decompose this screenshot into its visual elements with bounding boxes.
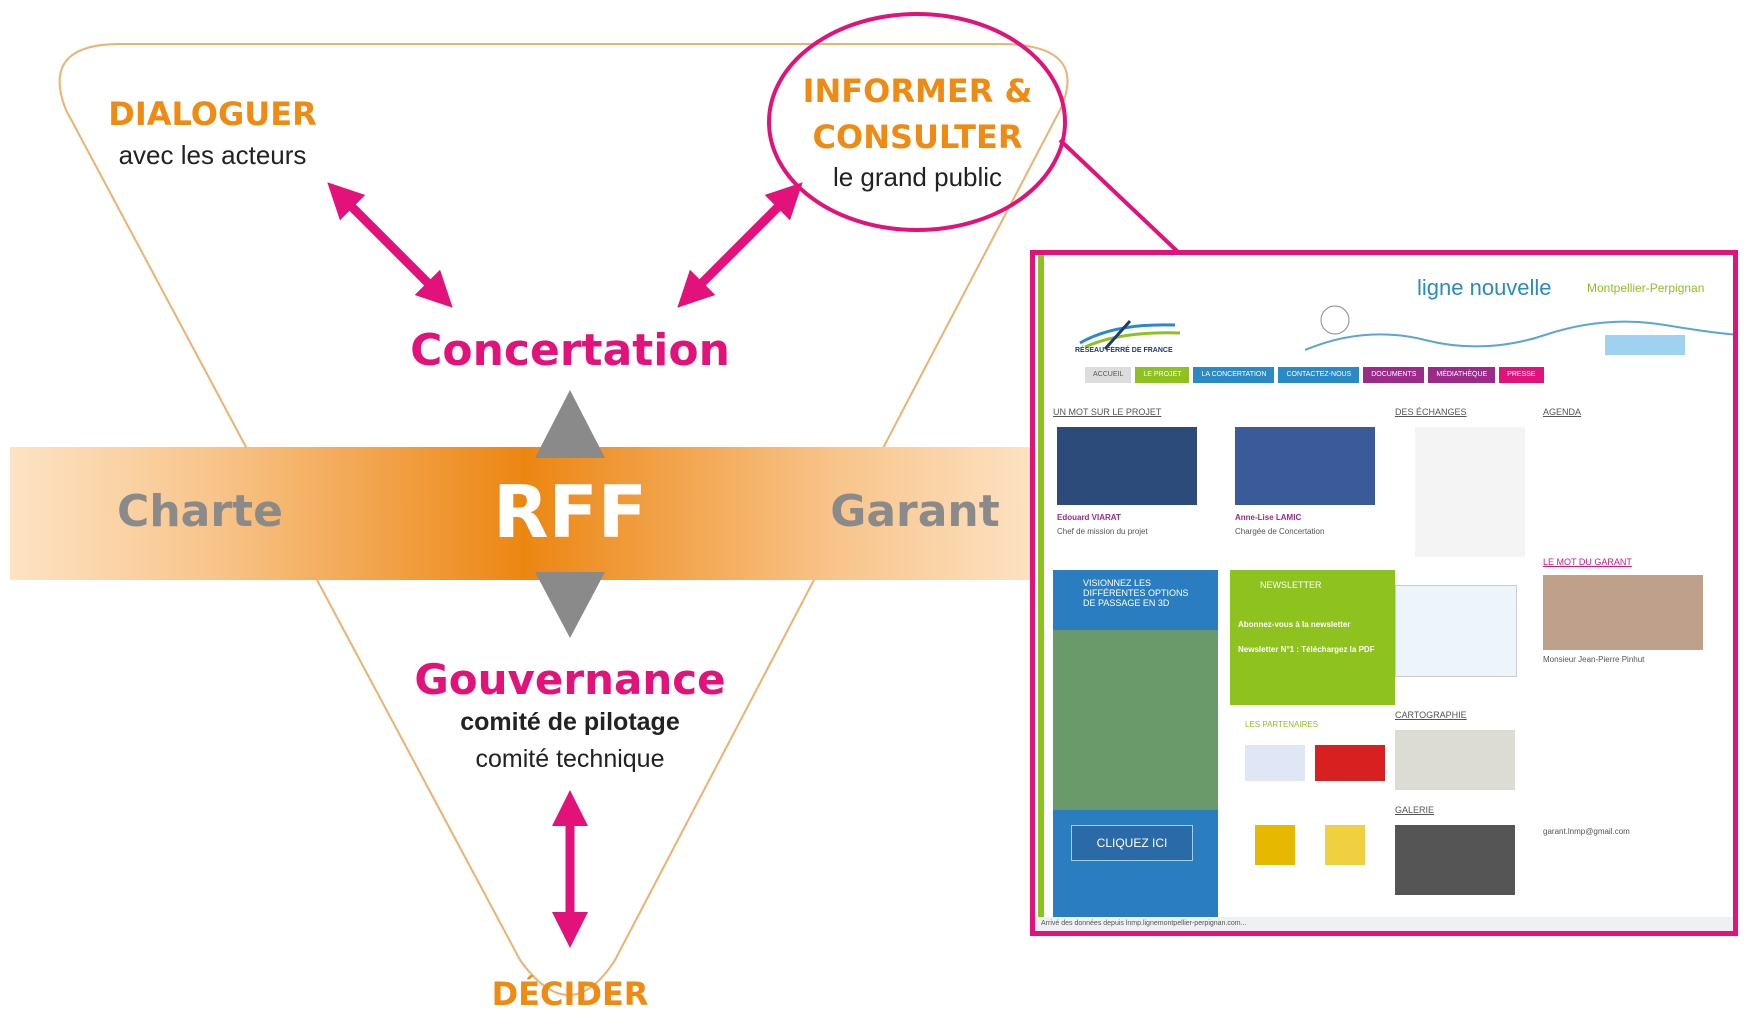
triangle-outline [58, 43, 1069, 996]
nav-concertation[interactable]: LA CONCERTATION [1193, 367, 1275, 383]
grey-down-arrow [535, 572, 605, 638]
site-subtitle: Montpellier-Perpignan [1587, 281, 1705, 295]
landscape-illustration [1305, 305, 1733, 355]
garant-email[interactable]: garant.lnmp@gmail.com [1543, 827, 1630, 836]
dialoguer-subtitle: avec les acteurs [118, 140, 307, 170]
arrow-dialoguer-concertation [327, 182, 453, 308]
browser-status-bar: Arrivé des données depuis lnmp.lignemont… [1035, 917, 1733, 931]
informer-title-line1: INFORMER & [802, 72, 1033, 110]
partner-logo-4 [1325, 825, 1365, 865]
informer-highlight-ellipse [767, 12, 1067, 232]
newsletter-item[interactable]: Newsletter N°1 : Téléchargez la PDF [1238, 645, 1375, 654]
section-echanges: DES ÉCHANGES [1395, 407, 1467, 417]
garant-name: Monsieur Jean-Pierre Pinhut [1543, 655, 1645, 664]
garant-label: Garant [830, 486, 1000, 537]
partners-title: LES PARTENAIRES [1245, 720, 1319, 729]
newsletter-title: NEWSLETTER [1260, 580, 1322, 590]
partner-logo-1 [1245, 745, 1305, 781]
garant-photo [1543, 575, 1703, 650]
partner-logo-3 [1255, 825, 1295, 865]
nav-contact[interactable]: CONTACTEZ-NOUS [1278, 367, 1360, 383]
decider-label: DÉCIDER [491, 975, 649, 1013]
site-header: ligne nouvelle Montpellier-Perpignan RÉS… [1045, 255, 1733, 387]
section-galerie: GALERIE [1395, 805, 1435, 815]
newsletter-sub[interactable]: Abonnez-vous à la newsletter [1238, 620, 1351, 629]
site-title: ligne nouvelle [1417, 275, 1552, 300]
echanges-illustration [1415, 427, 1525, 557]
arrow-informer-concertation [677, 182, 803, 308]
nav-projet[interactable]: LE PROJET [1135, 367, 1190, 383]
concertation-label: Concertation [410, 325, 730, 376]
gouvernance-line2: comité technique [475, 745, 665, 773]
person2-role: Chargée de Concertation [1235, 527, 1325, 536]
rff-band [10, 447, 1040, 580]
nav-accueil[interactable]: ACCUEIL [1085, 367, 1132, 383]
video-thumb-1[interactable] [1057, 427, 1197, 505]
promo-3d-panel[interactable]: VISIONNEZ LES DIFFÉRENTES OPTIONS DE PAS… [1053, 570, 1218, 930]
promo-text: VISIONNEZ LES DIFFÉRENTES OPTIONS DE PAS… [1083, 578, 1189, 608]
gouvernance-title: Gouvernance [414, 655, 726, 704]
website-screenshot: ligne nouvelle Montpellier-Perpignan RÉS… [1030, 250, 1738, 936]
newsletter-panel: NEWSLETTER Abonnez-vous à la newsletter … [1230, 570, 1395, 705]
rff-label: RFF [493, 470, 647, 554]
etudes-thumb[interactable] [1395, 585, 1517, 677]
cartographie-thumb[interactable] [1395, 730, 1515, 790]
grey-up-arrow [535, 390, 605, 458]
promo-3d-image [1053, 630, 1218, 810]
gouvernance-line1: comité de pilotage [460, 708, 680, 736]
nav-documents[interactable]: DOCUMENTS [1363, 367, 1425, 383]
person1-role: Chef de mission du projet [1057, 527, 1148, 536]
partner-logo-2 [1315, 745, 1385, 781]
section-cartographie: CARTOGRAPHIE [1395, 710, 1467, 720]
person1-name: Edouard VIARAT [1057, 513, 1121, 522]
section-projet: UN MOT SUR LE PROJET [1053, 407, 1162, 417]
dialoguer-title: DIALOGUER [108, 95, 317, 133]
rff-logo-icon [1079, 320, 1181, 350]
connector-line [1058, 138, 1180, 254]
site-nav: ACCUEIL LE PROJET LA CONCERTATION CONTAC… [1085, 367, 1544, 383]
nav-presse[interactable]: PRESSE [1499, 367, 1544, 383]
logo-text: RÉSEAU FERRÉ DE FRANCE [1075, 347, 1173, 354]
section-garant: LE MOT DU GARANT [1543, 557, 1632, 567]
person2-name: Anne-Lise LAMIC [1235, 513, 1302, 522]
cta-button[interactable]: CLIQUEZ ICI [1071, 825, 1193, 861]
section-agenda: AGENDA [1543, 407, 1582, 417]
galerie-thumb[interactable] [1395, 825, 1515, 895]
informer-subtitle: le grand public [832, 162, 1003, 192]
site-left-bar [1038, 255, 1044, 931]
video-thumb-2[interactable] [1235, 427, 1375, 505]
charte-label: Charte [117, 486, 283, 537]
informer-title-line2: CONSULTER [812, 118, 1023, 156]
nav-mediatheque[interactable]: MÉDIATHÈQUE [1428, 367, 1496, 383]
